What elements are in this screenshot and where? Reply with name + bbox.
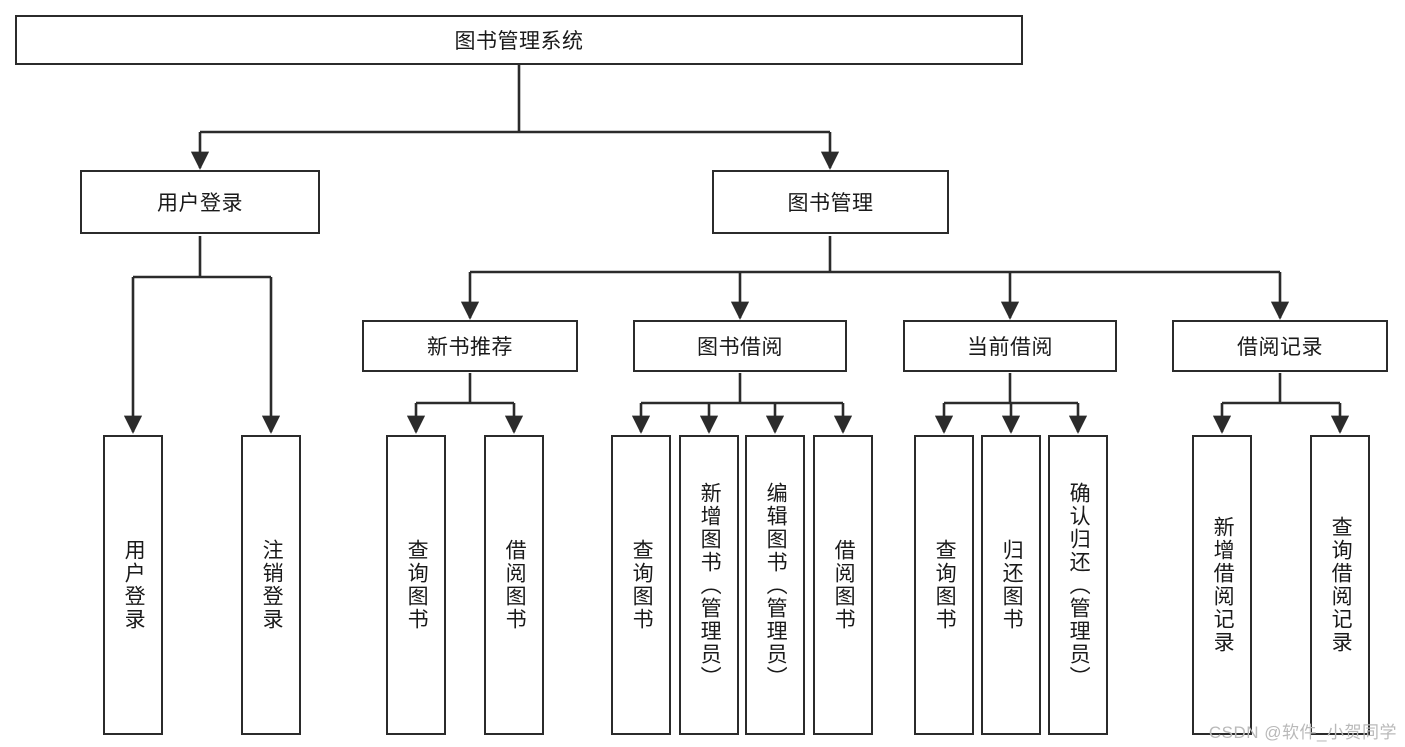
node-label: 新增借阅记录 xyxy=(1211,516,1235,654)
node-label: 图书管理系统 xyxy=(454,30,584,53)
node-book-borrow[interactable]: 图书借阅 xyxy=(633,320,847,372)
node-borrow-record[interactable]: 借阅记录 xyxy=(1172,320,1388,372)
node-current-borrow[interactable]: 当前借阅 xyxy=(903,320,1117,372)
node-book-management[interactable]: 图书管理 xyxy=(712,170,949,234)
node-label: 查询图书 xyxy=(933,539,957,631)
node-label: 借阅记录 xyxy=(1237,336,1323,359)
leaf-return-book[interactable]: 归还图书 xyxy=(981,435,1041,735)
node-label: 查询图书 xyxy=(405,539,429,631)
leaf-edit-book-admin[interactable]: 编辑图书（管理员） xyxy=(745,435,805,735)
leaf-query-book-newbook[interactable]: 查询图书 xyxy=(386,435,446,735)
node-label: 当前借阅 xyxy=(967,336,1053,359)
leaf-add-book-admin[interactable]: 新增图书（管理员） xyxy=(679,435,739,735)
node-label: 新书推荐 xyxy=(427,336,513,359)
node-user-login[interactable]: 用户登录 xyxy=(80,170,320,234)
leaf-query-book-borrow[interactable]: 查询图书 xyxy=(611,435,671,735)
node-label: 用户登录 xyxy=(157,192,243,215)
leaf-query-book-current[interactable]: 查询图书 xyxy=(914,435,974,735)
node-label: 确认归还（管理员） xyxy=(1067,481,1091,689)
node-root-book-management-system[interactable]: 图书管理系统 xyxy=(15,15,1023,65)
watermark-text: CSDN @软件_小贺同学 xyxy=(1208,723,1397,742)
node-new-book-recommend[interactable]: 新书推荐 xyxy=(362,320,578,372)
leaf-user-login[interactable]: 用户登录 xyxy=(103,435,163,735)
node-label: 借阅图书 xyxy=(503,539,527,631)
node-label: 查询借阅记录 xyxy=(1329,516,1353,654)
node-label: 查询图书 xyxy=(630,539,654,631)
node-label: 归还图书 xyxy=(1000,539,1024,631)
node-label: 新增图书（管理员） xyxy=(698,481,722,689)
node-label: 图书借阅 xyxy=(697,336,783,359)
leaf-query-borrow-record[interactable]: 查询借阅记录 xyxy=(1310,435,1370,735)
leaf-add-borrow-record[interactable]: 新增借阅记录 xyxy=(1192,435,1252,735)
node-label: 图书管理 xyxy=(787,192,874,215)
node-label: 借阅图书 xyxy=(832,539,856,631)
leaf-borrow-book[interactable]: 借阅图书 xyxy=(813,435,873,735)
leaf-logout[interactable]: 注销登录 xyxy=(241,435,301,735)
node-label: 编辑图书（管理员） xyxy=(764,481,788,689)
node-label: 注销登录 xyxy=(260,539,284,631)
node-label: 用户登录 xyxy=(122,539,146,631)
leaf-borrow-book-newbook[interactable]: 借阅图书 xyxy=(484,435,544,735)
leaf-confirm-return-admin[interactable]: 确认归还（管理员） xyxy=(1048,435,1108,735)
